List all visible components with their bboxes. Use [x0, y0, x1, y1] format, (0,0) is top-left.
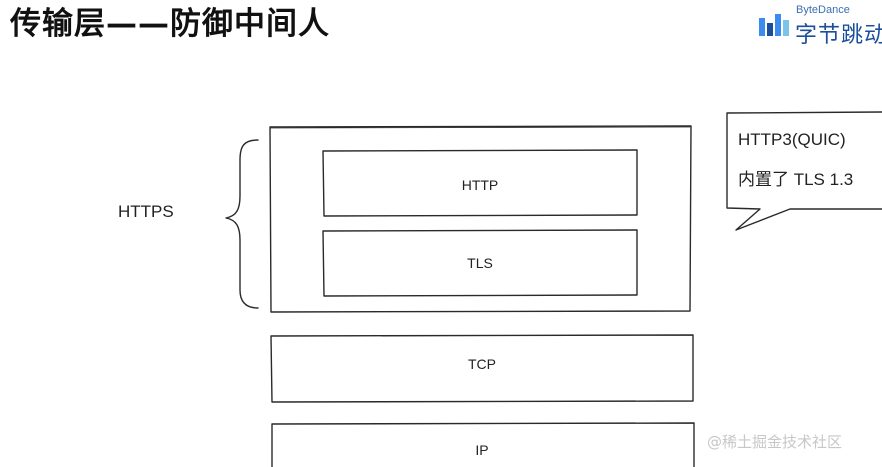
ip-box: [271, 422, 695, 467]
bytedance-logo-icon: [759, 14, 789, 36]
tcp-box: [270, 334, 694, 403]
page-title: 传输层——防御中间人: [10, 6, 330, 42]
watermark: @稀土掘金技术社区: [707, 433, 843, 451]
tls-layer-label: TLS: [467, 255, 493, 271]
https-label: HTTPS: [118, 202, 174, 221]
logo-text-cn: 字节跳动: [795, 23, 882, 48]
tls-box: [322, 229, 638, 297]
tcp-layer-label: TCP: [468, 356, 496, 372]
http-layer-label: HTTP: [461, 177, 499, 193]
https-container: [269, 125, 692, 313]
callout-bubble: [726, 111, 882, 231]
ip-layer-label: IP: [475, 442, 489, 458]
logo-text-en: ByteDance: [796, 4, 850, 16]
https-brace: [225, 139, 259, 309]
bytedance-logo: ByteDance 字节跳动: [758, 2, 882, 48]
http-box: [322, 149, 638, 217]
callout-line-2: 内置了 TLS 1.3: [738, 170, 854, 189]
callout-line-1: HTTP3(QUIC): [738, 130, 846, 149]
